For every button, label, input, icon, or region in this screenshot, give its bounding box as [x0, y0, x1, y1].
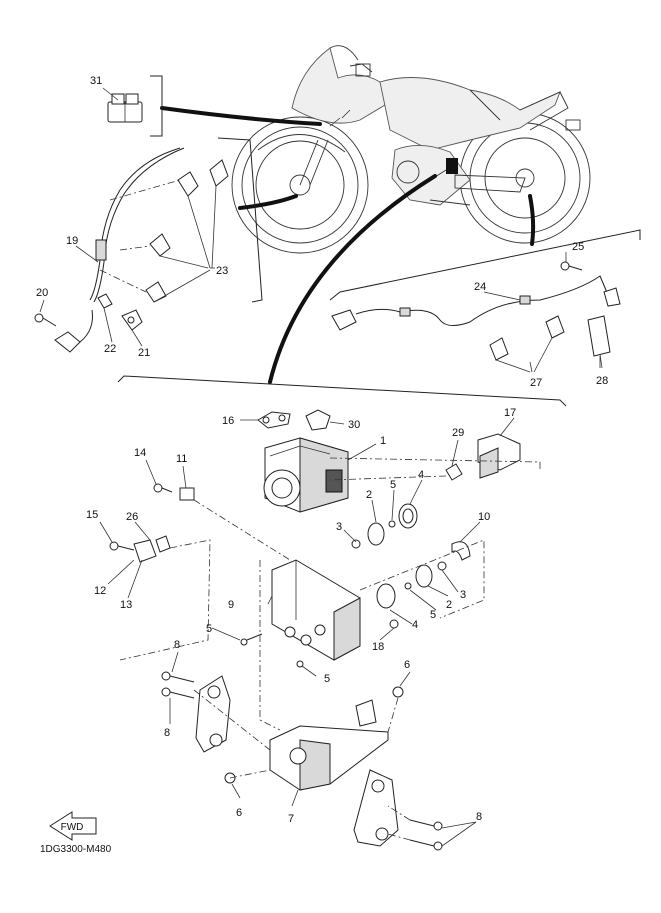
callout-10: 10: [478, 511, 490, 523]
callout-18: 18: [372, 641, 384, 653]
part-4-damper-upper: [398, 503, 418, 529]
callout-29: 29: [452, 427, 464, 439]
part-5-bolt-left: [240, 633, 263, 646]
part-4-damper-lower: [376, 583, 396, 609]
callout-8-middle: 8: [164, 727, 170, 739]
callout-13: 13: [120, 599, 132, 611]
callout-23: 23: [216, 265, 228, 277]
part-7-lower-bracket: [269, 699, 389, 791]
callout-27: 27: [530, 377, 542, 389]
callout-6-lower: 6: [236, 807, 242, 819]
callout-16: 16: [222, 415, 234, 427]
callout-19: 19: [66, 235, 78, 247]
callout-5-bottom: 5: [324, 673, 330, 685]
part-2-damper-lower: [415, 564, 433, 588]
part-5-bolt-bottom: [296, 660, 304, 668]
callout-26: 26: [126, 511, 138, 523]
part-31-connector: [107, 93, 143, 123]
callout-labels: 31 19 20 22 21 23 25 24 27 28 16 30 1 29…: [36, 75, 608, 825]
diagram-code: 1DG3300-M480: [40, 844, 112, 855]
part-5-bolt-lower: [404, 582, 412, 590]
callout-2-upper: 2: [366, 489, 372, 501]
callout-5-upper: 5: [390, 479, 396, 491]
callout-3-upper: 3: [336, 521, 342, 533]
callout-31: 31: [90, 75, 102, 87]
frame-plate-right: [353, 769, 399, 847]
rear-wheel-sensor-assembly: [331, 261, 621, 373]
callout-8-upper: 8: [174, 639, 180, 651]
part-1-hydraulic-unit: [263, 437, 349, 513]
callout-3-lower: 3: [460, 589, 466, 601]
part-10-cover: [451, 541, 471, 561]
part-17-cover: [477, 433, 521, 479]
part-29-clip: [445, 463, 463, 481]
part-9-bracket: [271, 559, 361, 661]
callout-7: 7: [288, 813, 294, 825]
part-30-clamp: [305, 409, 331, 431]
callout-9: 9: [228, 599, 234, 611]
part-5-bolt-upper: [388, 520, 396, 528]
part-8-bolt-c: [409, 819, 443, 831]
part-3-collar-upper: [351, 539, 361, 549]
callout-30: 30: [348, 419, 360, 431]
motorcycle-illustration: [231, 45, 591, 254]
part-2-damper-upper: [367, 522, 385, 546]
part-8-bolt-a: [161, 671, 195, 683]
callout-25: 25: [572, 241, 584, 253]
front-wheel-sensor-assembly: [34, 147, 229, 353]
callout-20: 20: [36, 287, 48, 299]
callout-28: 28: [596, 375, 608, 387]
part-3-collar-lower: [437, 561, 447, 571]
callout-24: 24: [474, 281, 486, 293]
callout-6-upper: 6: [404, 659, 410, 671]
fwd-label: FWD: [61, 822, 84, 833]
callout-5-lower: 5: [430, 609, 436, 621]
callout-22: 22: [104, 343, 116, 355]
callout-11: 11: [176, 453, 187, 465]
part-8-bolt-b: [161, 687, 195, 699]
callout-15: 15: [86, 509, 98, 521]
callout-8-lower: 8: [476, 811, 482, 823]
part-14-bolt: [153, 483, 173, 493]
forward-direction-arrow: FWD: [49, 811, 97, 841]
part-16-bracket: [257, 411, 291, 429]
callout-2-lower: 2: [446, 599, 452, 611]
callout-14: 14: [134, 447, 146, 459]
callout-17: 17: [504, 407, 516, 419]
callout-21: 21: [138, 347, 150, 359]
callout-12: 12: [94, 585, 106, 597]
part-18-bolt: [389, 619, 399, 629]
part-6-nut-upper: [392, 686, 404, 698]
callout-4-lower: 4: [412, 619, 418, 631]
frame-plate-left: [195, 675, 231, 753]
part-8-bolt-d: [409, 839, 443, 851]
callout-5-left: 5: [206, 623, 212, 635]
callout-4-upper: 4: [418, 469, 424, 481]
part-12-sensor-bracket: [109, 535, 171, 563]
part-11-clip: [179, 487, 195, 501]
callout-1: 1: [380, 435, 386, 447]
